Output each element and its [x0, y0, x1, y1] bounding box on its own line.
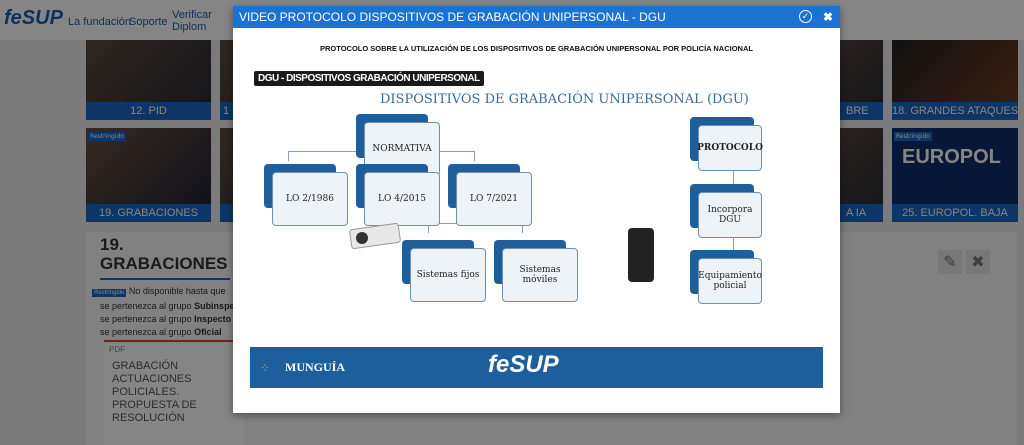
tile-grandes-ataques[interactable]: 18. GRANDES ATAQUES	[892, 40, 1018, 120]
restriction-text: Restringido No disponible hasta que se p…	[92, 286, 235, 337]
munguia-logo-icon: ⁘	[260, 361, 271, 375]
tile-image-text: EUROPOL	[902, 146, 1001, 168]
pencil-icon: ✎	[943, 252, 957, 271]
document-card[interactable]: PDF GRABACIÓN ACTUACIONES POLICIALES. PR…	[104, 340, 244, 445]
nav-soporte[interactable]: Soporte	[129, 16, 168, 28]
footer-fesup-logo: feSUP	[488, 351, 559, 378]
node-protocol-item: Incorpora DGU	[690, 184, 766, 238]
tile-pid[interactable]: 12. PID	[86, 40, 211, 120]
close-icon[interactable]: ✖	[822, 10, 833, 24]
restricted-badge: Restringido	[88, 132, 126, 141]
node-normativa: NORMATIVA	[356, 114, 440, 176]
slide-footer: ⁘ MUNGUÍA feSUP	[250, 347, 823, 388]
node-law: LO 7/2021	[448, 164, 532, 226]
restricted-badge: Restringido	[894, 132, 932, 141]
nav-verificar[interactable]: Verificar Diplom	[172, 9, 212, 33]
tile-europol[interactable]: EUROPOL Restringido 25. EUROPOL. BAJA	[892, 128, 1018, 222]
node-system: Sistemas móviles	[494, 240, 578, 302]
video-modal: VIDEO PROTOCOLO DISPOSITIVOS DE GRABACIÓ…	[233, 6, 840, 413]
video-caption: DGU - DISPOSITIVOS GRABACIÓN UNIPERSONAL	[254, 71, 484, 86]
body-camera-icon	[628, 228, 654, 282]
fesup-logo[interactable]: feSUP	[4, 7, 63, 29]
video-player[interactable]: DISPOSITIVOS DE GRABACIÓN UNIPERSONAL (D…	[250, 68, 823, 388]
tile-label: 19. GRABACIONES	[86, 204, 211, 222]
node-protocol-item: Equipamiento policial	[690, 250, 766, 304]
tile-label: 12. PID	[86, 102, 211, 120]
delete-button[interactable]: ✖	[966, 250, 990, 274]
doc-title: GRABACIÓN ACTUACIONES POLICIALES. PROPUE…	[112, 360, 197, 424]
modal-header: VIDEO PROTOCOLO DISPOSITIVOS DE GRABACIÓ…	[233, 6, 840, 28]
footer-munguia: MUNGUÍA	[285, 360, 345, 374]
modal-title: VIDEO PROTOCOLO DISPOSITIVOS DE GRABACIÓ…	[239, 10, 666, 24]
restricted-badge: Restringido	[92, 289, 127, 297]
nav-la-fundacion[interactable]: La fundación	[68, 16, 131, 28]
node-protocolo: PROTOCOLO	[690, 117, 763, 171]
check-circle-icon[interactable]: ✓	[799, 10, 812, 23]
slide-title: DISPOSITIVOS DE GRABACIÓN UNIPERSONAL (D…	[380, 92, 749, 107]
edit-button[interactable]: ✎	[938, 250, 962, 274]
modal-subtitle: PROTOCOLO SOBRE LA UTILIZACIÓN DE LOS DI…	[320, 44, 753, 53]
tile-grabaciones[interactable]: Restringido 19. GRABACIONES	[86, 128, 211, 222]
tile-label: 25. EUROPOL. BAJA	[892, 204, 1018, 222]
panel-title: 19. GRABACIONES	[100, 235, 228, 273]
x-icon: ✖	[971, 252, 985, 271]
doc-type: PDF	[109, 345, 125, 354]
node-law: LO 4/2015	[356, 164, 440, 226]
node-system: Sistemas fijos	[402, 240, 486, 302]
tile-label: 18. GRANDES ATAQUES	[892, 102, 1018, 120]
cctv-camera-icon	[348, 220, 406, 254]
node-law: LO 2/1986	[264, 164, 348, 226]
